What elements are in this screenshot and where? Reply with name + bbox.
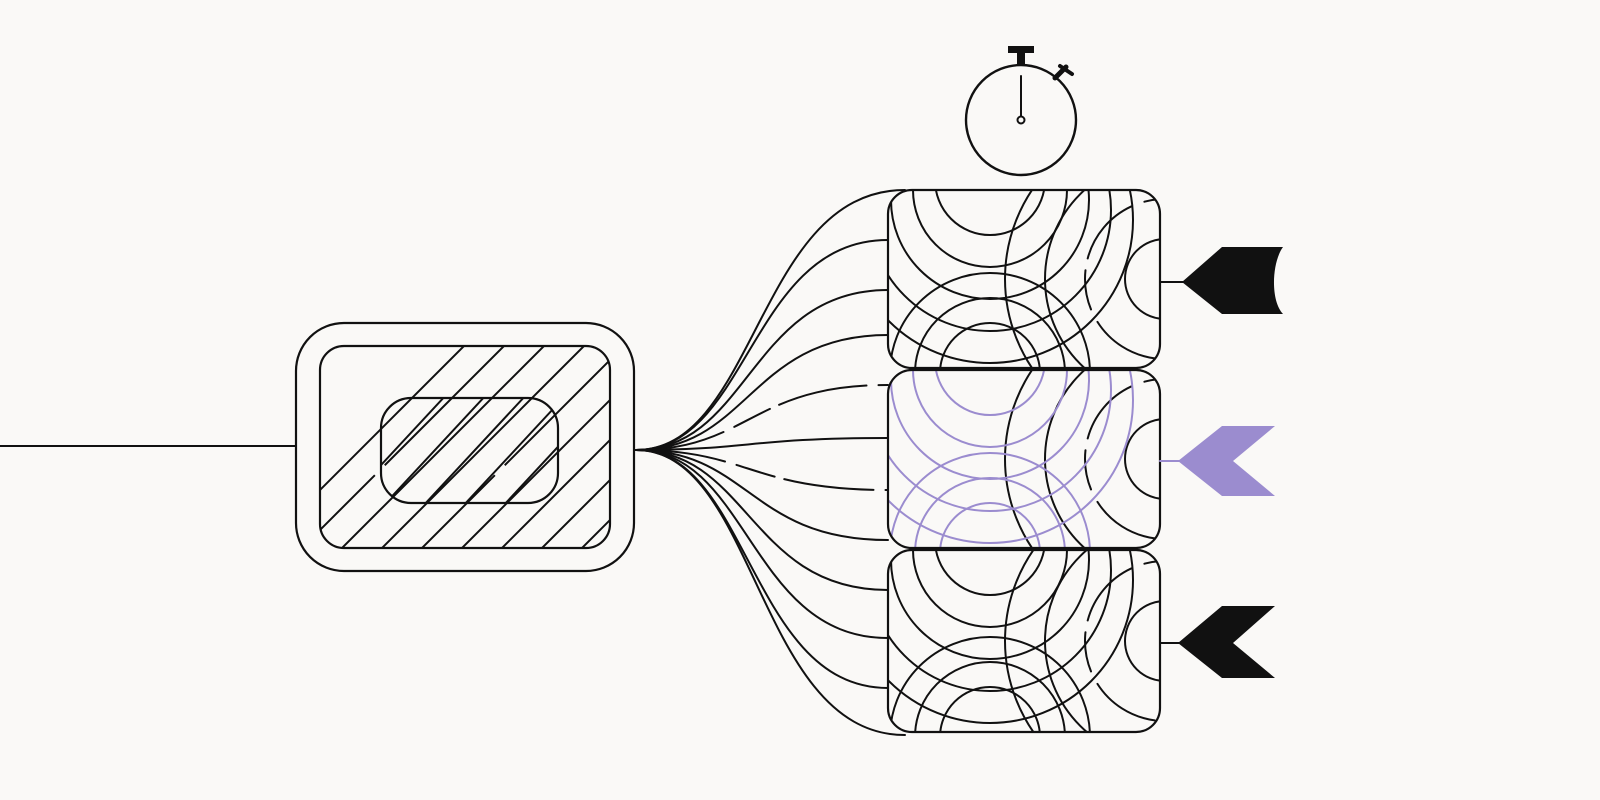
hatch-line <box>449 346 610 548</box>
arc-line <box>890 550 1090 660</box>
arc-line <box>934 550 1046 596</box>
arc-line <box>1124 418 1160 500</box>
hatch-line <box>381 398 461 503</box>
arc-line <box>939 686 1041 732</box>
output-block-top <box>886 188 1162 370</box>
chevron-arrow-icon <box>1178 606 1275 678</box>
arc-line <box>914 477 1066 548</box>
arc-line <box>912 370 1068 448</box>
hatch-line <box>529 346 610 548</box>
output-block-bottom <box>886 548 1162 734</box>
branch-line <box>635 449 889 541</box>
output-connector-top <box>1159 247 1283 314</box>
hatch-line <box>569 346 610 548</box>
arc-line <box>889 272 1091 368</box>
arc-line <box>1124 238 1160 320</box>
arc-line <box>888 370 1112 512</box>
hatch-line <box>320 346 481 548</box>
arc-line <box>1044 550 1160 732</box>
arc-line <box>889 452 1091 548</box>
hatch-line <box>409 346 610 548</box>
arc-line <box>888 550 1134 724</box>
arc-line <box>912 190 1068 268</box>
arc-line <box>889 636 1091 732</box>
branch-line <box>635 449 889 689</box>
hatched-router-block-icon <box>294 321 960 573</box>
hatch-line <box>489 346 610 548</box>
arc-line <box>888 190 1112 332</box>
branch-line <box>635 334 889 451</box>
arc-line <box>1124 600 1160 682</box>
hatch-line <box>369 346 601 548</box>
arc-line <box>888 370 1134 544</box>
branch-line <box>635 449 889 491</box>
branch-line <box>635 239 889 451</box>
arc-line <box>934 190 1046 236</box>
arc-line <box>888 550 1112 692</box>
flag-arrow-icon <box>1182 247 1283 314</box>
arc-line <box>888 190 1134 364</box>
arc-line <box>939 322 1041 368</box>
arc-line <box>1084 378 1160 540</box>
branch-line <box>635 384 889 451</box>
hatch-line <box>730 330 960 560</box>
arc-line <box>1044 370 1160 548</box>
branch-line <box>635 449 906 736</box>
output-block-middle <box>886 368 1162 550</box>
arc-line <box>1004 550 1160 732</box>
branch-line <box>635 289 889 451</box>
fanout-branch-lines <box>635 189 906 736</box>
arc-line <box>890 190 1090 300</box>
arc-line <box>934 370 1046 416</box>
arc-line <box>914 661 1066 732</box>
hatch-line <box>449 398 558 503</box>
output-connector-bottom <box>1159 606 1275 678</box>
hatch-line <box>489 398 558 503</box>
branch-line <box>635 449 889 639</box>
hatch-line <box>320 346 521 548</box>
hatch-line <box>409 398 541 503</box>
arc-line <box>1084 560 1160 722</box>
arc-line <box>1004 190 1160 368</box>
chevron-arrow-icon <box>1178 426 1275 496</box>
arc-line <box>914 297 1066 368</box>
arc-line <box>890 370 1090 480</box>
branch-line <box>635 189 906 451</box>
branch-line <box>635 437 889 451</box>
stopwatch-icon <box>964 46 1078 177</box>
arc-line <box>1004 370 1160 548</box>
branch-line <box>635 449 889 591</box>
hatch-line <box>329 346 561 548</box>
arc-line <box>939 502 1041 548</box>
arc-line <box>912 550 1068 628</box>
arc-line <box>1044 190 1160 368</box>
output-connector-middle <box>1159 426 1275 496</box>
arc-line <box>1084 198 1160 360</box>
